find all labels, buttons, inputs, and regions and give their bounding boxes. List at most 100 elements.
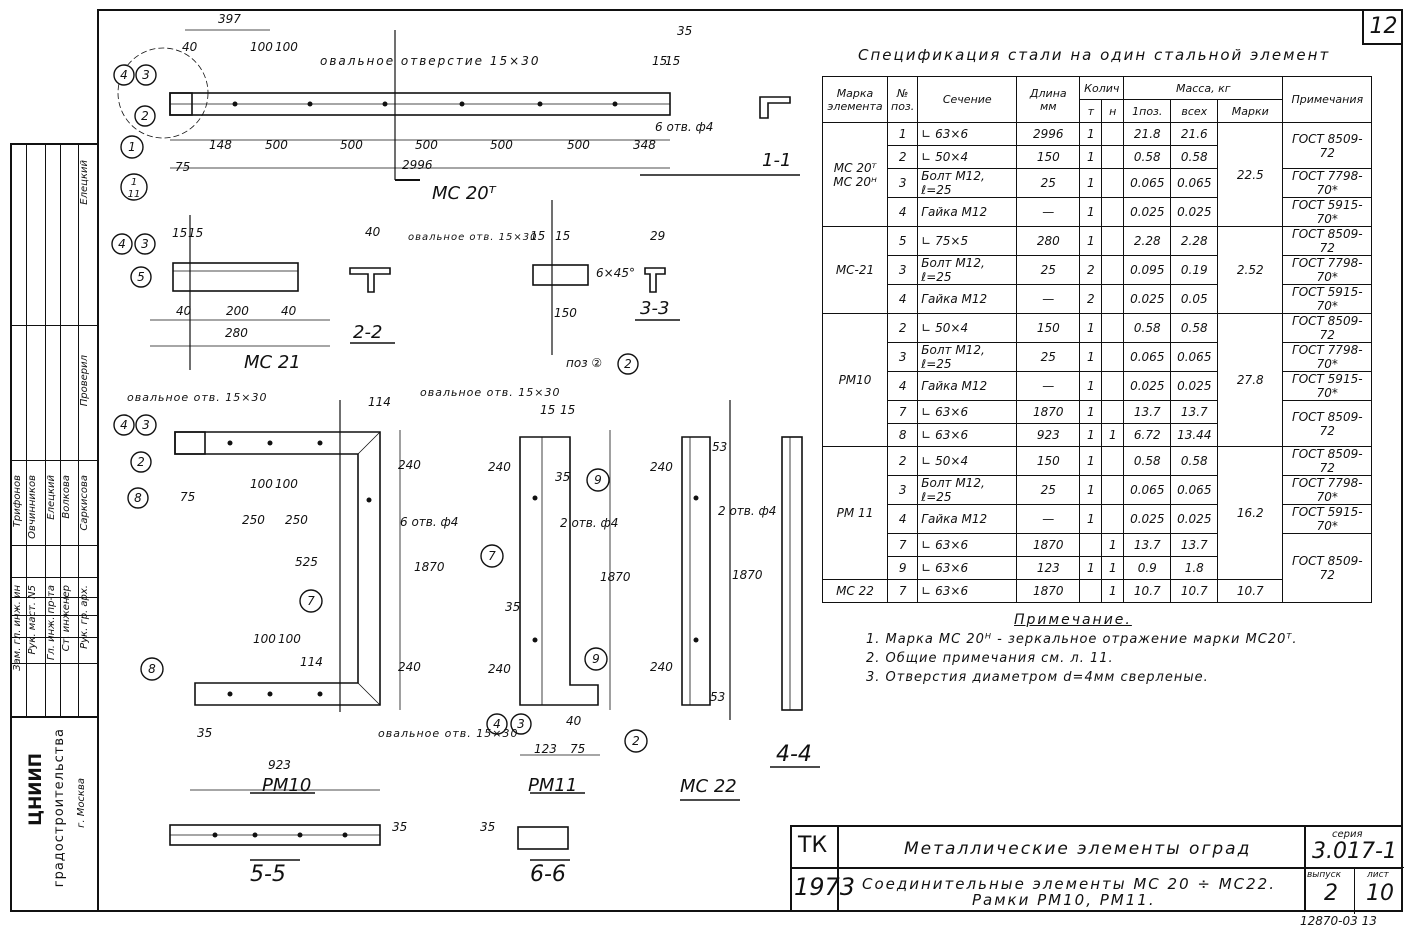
- dim-100f: 100: [278, 632, 301, 646]
- dim-40c: 40: [281, 304, 297, 318]
- spec-cell-note: ГОСТ 8509-72: [1282, 400, 1373, 447]
- dim-75c: 75: [570, 742, 586, 756]
- sheet-subtitle-2: Рамки РМ10, РМ11.: [972, 891, 1156, 909]
- dim-100a: 100: [250, 40, 273, 54]
- mc22-bar: [681, 436, 711, 706]
- dim-100d: 100: [275, 477, 298, 491]
- spec-cell-mall: 0.05: [1170, 284, 1219, 314]
- svg-text:1: 1: [131, 177, 137, 188]
- spec-cell-m1: 0.9: [1123, 556, 1172, 580]
- spec-cell-length: —: [1016, 504, 1081, 534]
- dim-15h: 15: [560, 403, 576, 417]
- spec-cell-n: [1101, 284, 1125, 314]
- dim-348: 348: [633, 138, 656, 152]
- dim-123: 123: [534, 742, 557, 756]
- svg-text:4: 4: [118, 237, 126, 251]
- svg-text:8: 8: [148, 662, 156, 676]
- dim-40: 40: [182, 40, 198, 54]
- spec-cell-m1: 0.095: [1123, 255, 1172, 285]
- spec-cell-mark: МС 22: [822, 579, 888, 603]
- svg-text:4: 4: [120, 418, 128, 432]
- spec-cell-n: [1101, 197, 1125, 227]
- spec-cell-mall: 0.58: [1170, 145, 1219, 169]
- dim-35d: 35: [505, 600, 521, 614]
- spec-cell-t: 1: [1079, 313, 1103, 343]
- dim-29: 29: [650, 229, 666, 243]
- spec-cell-mall: 21.6: [1170, 122, 1219, 146]
- svg-text:11: 11: [128, 189, 141, 200]
- mc21-label: МС 21: [244, 352, 301, 373]
- spec-table: Марка элемента № поз. Сечение Длина мм К…: [822, 76, 1373, 603]
- spec-cell-pos: 7: [886, 400, 919, 424]
- series-label: серия: [1332, 829, 1363, 840]
- spec-cell-section: ∟ 63×6: [917, 556, 1018, 580]
- spec-cell-length: 150: [1016, 446, 1081, 476]
- dim-1870c: 1870: [732, 568, 763, 582]
- svg-text:3: 3: [142, 68, 150, 82]
- spec-cell-n: [1101, 475, 1125, 505]
- pm11-label: РМ11: [528, 775, 578, 796]
- spec-cell-mall: 0.19: [1170, 255, 1219, 285]
- dim-250b: 250: [285, 513, 308, 527]
- sheet-number: 12: [1362, 9, 1403, 45]
- dim-240c: 240: [488, 460, 511, 474]
- spec-cell-mark: РМ 11: [822, 446, 888, 580]
- dim-15e: 15: [530, 229, 546, 243]
- spec-cell-note: ГОСТ 7798-70*: [1282, 342, 1373, 372]
- oval-hole-pm10-b: овальное отв. 15×30: [420, 386, 561, 399]
- spec-cell-m1: 0.065: [1123, 342, 1172, 372]
- spec-cell-n: 1: [1101, 423, 1125, 447]
- spec-cell-t: 1: [1079, 446, 1103, 476]
- spec-cell-mall: 0.065: [1170, 168, 1219, 198]
- spec-cell-section: ∟ 63×6: [917, 122, 1018, 146]
- dim-1870a: 1870: [414, 560, 445, 574]
- dim-100b: 100: [275, 40, 298, 54]
- spec-cell-length: 1870: [1016, 400, 1081, 424]
- spec-cell-note: ГОСТ 8509-72: [1282, 313, 1373, 343]
- spec-cell-m1: 21.8: [1123, 122, 1172, 146]
- note-3: 3. Отверстия диаметром d=4мм сверленые.: [866, 670, 1209, 685]
- oval-hole-label: овальное отверстие 15×30: [320, 54, 541, 68]
- spec-cell-mmark: 2.52: [1217, 226, 1284, 314]
- spec-cell-section: Гайка М12: [917, 284, 1018, 314]
- pm11-frame: [519, 436, 599, 706]
- spec-cell-section: ∟ 50×4: [917, 313, 1018, 343]
- svg-text:2: 2: [137, 455, 145, 469]
- section-2-2: 2-2: [353, 322, 383, 343]
- hdr-qty: Колич: [1079, 76, 1125, 100]
- spec-cell-length: 25: [1016, 475, 1081, 505]
- section-6-6-bar: [517, 826, 569, 850]
- svg-text:9: 9: [594, 473, 602, 487]
- spec-cell-pos: 1: [886, 122, 919, 146]
- spec-cell-t: 1: [1079, 342, 1103, 372]
- dim-75: 75: [175, 160, 191, 174]
- dim-240b: 240: [398, 660, 421, 674]
- spec-cell-n: [1101, 400, 1125, 424]
- holes-6: 6 отв. ф4: [655, 120, 714, 134]
- hdr-pos: № поз.: [886, 76, 919, 123]
- oval-hole-pm10: овальное отв. 15×30: [127, 391, 268, 404]
- sheet-label: лист: [1367, 870, 1389, 880]
- spec-cell-m1: 0.025: [1123, 197, 1172, 227]
- spec-cell-pos: 8: [886, 423, 919, 447]
- spec-cell-mall: 13.44: [1170, 423, 1219, 447]
- spec-cell-m1: 0.58: [1123, 145, 1172, 169]
- spec-cell-note: ГОСТ 8509-72: [1282, 533, 1373, 603]
- spec-cell-mmark: 10.7: [1217, 579, 1284, 603]
- svg-text:3: 3: [517, 717, 525, 731]
- spec-cell-pos: 2: [886, 313, 919, 343]
- note-1: 1. Марка МС 20ᴴ - зеркальное отражение м…: [866, 632, 1298, 647]
- spec-cell-mall: 0.58: [1170, 446, 1219, 476]
- spec-cell-t: 1: [1079, 475, 1103, 505]
- dim-40e: 40: [566, 714, 582, 728]
- sheet-title: Металлические элементы оград: [904, 839, 1252, 859]
- dim-75b: 75: [180, 490, 196, 504]
